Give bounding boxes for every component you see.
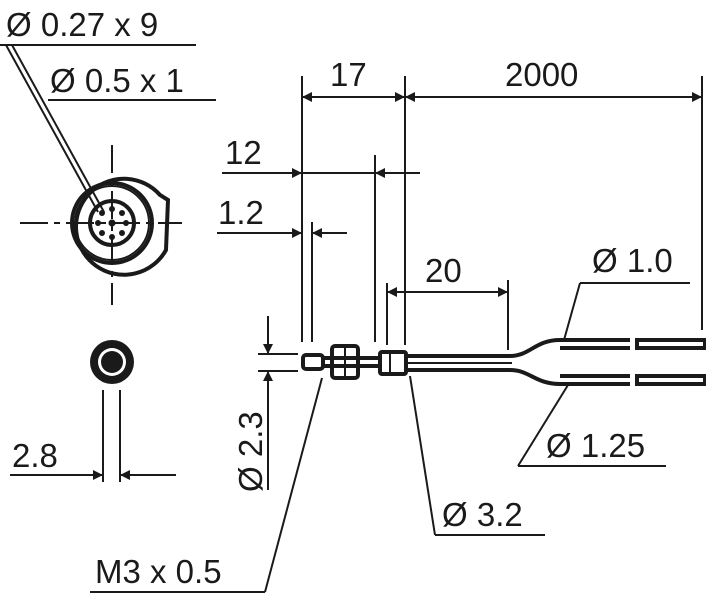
label-fiber-core: Ø 0.27 x 9 <box>6 6 158 43</box>
cable-upper <box>406 338 630 358</box>
label-length-17: 17 <box>330 56 367 93</box>
label-tip-2-3: Ø 2.3 <box>232 411 269 492</box>
label-tip-width: 2.8 <box>12 437 58 474</box>
label-length-20: 20 <box>425 252 462 289</box>
cable-lower <box>406 368 630 386</box>
label-length-12: 12 <box>225 134 262 171</box>
label-cable-1-25: Ø 1.25 <box>546 427 645 464</box>
sleeve <box>378 350 408 376</box>
label-thread: M3 x 0.5 <box>95 553 222 590</box>
label-fiber-bundle: Ø 0.5 x 1 <box>50 62 184 99</box>
front-view: Ø 0.27 x 9 Ø 0.5 x 1 2.8 <box>0 6 216 482</box>
label-sleeve-3-2: Ø 3.2 <box>442 496 523 533</box>
side-view: 17 2000 12 1.2 20 Ø 1.0 Ø 1.25 <box>90 56 706 593</box>
label-length-2000: 2000 <box>505 56 578 93</box>
label-cable-1-0: Ø 1.0 <box>592 242 673 279</box>
sensor-tip <box>301 353 325 371</box>
label-length-1-2: 1.2 <box>218 194 264 231</box>
